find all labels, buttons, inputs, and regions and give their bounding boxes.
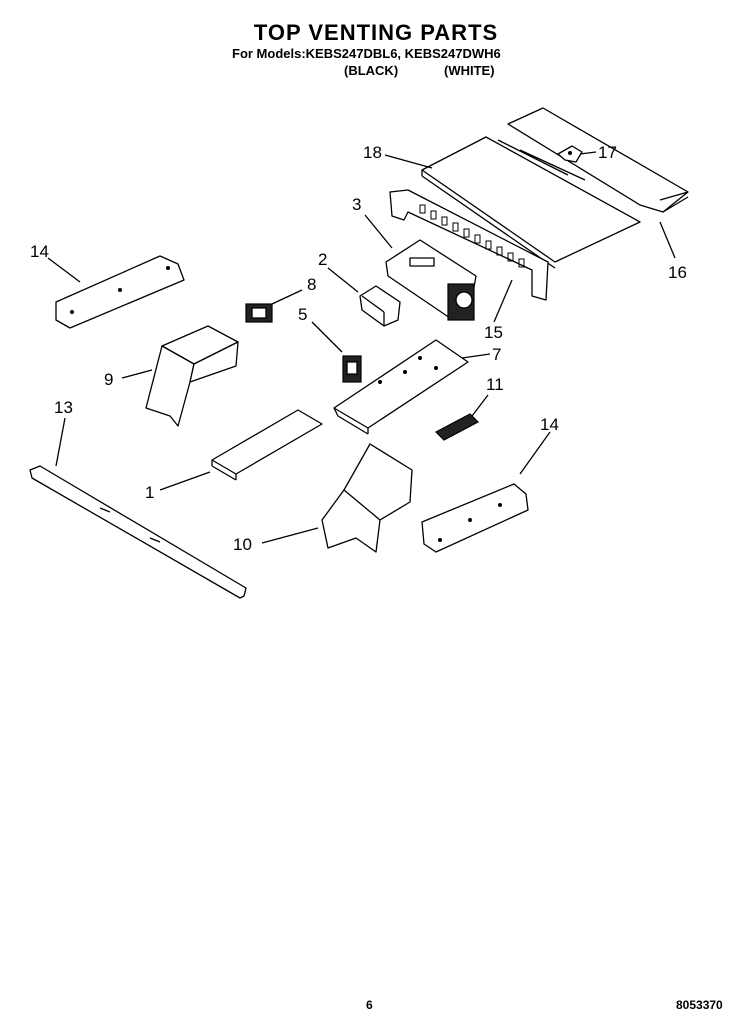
callout-8: 8	[307, 275, 316, 294]
callout-7: 7	[492, 345, 501, 364]
callout-2: 2	[318, 250, 327, 269]
callout-1: 1	[145, 483, 154, 502]
part-13-rail	[29, 465, 247, 599]
part-7-mounting-plate	[333, 339, 469, 435]
callout-10: 10	[233, 535, 252, 554]
part-16-vent-panel	[507, 107, 689, 213]
leader-lines	[47, 151, 676, 544]
part-14-side-bracket-right	[421, 483, 529, 553]
part-11-terminal-block	[435, 413, 479, 441]
model-numbers: For Models:KEBS247DBL6, KEBS247DWH6	[232, 46, 501, 61]
page-number: 6	[366, 998, 373, 1012]
callout-9: 9	[104, 370, 113, 389]
callout-5: 5	[298, 305, 307, 324]
part-1-strip	[211, 409, 323, 481]
callout-11: 11	[486, 375, 504, 394]
callout-17: 17	[598, 143, 617, 162]
part-9-duct	[145, 325, 239, 427]
part-10-duct	[321, 443, 413, 553]
callout-15: 15	[484, 323, 503, 342]
document-number: 8053370	[676, 998, 723, 1012]
callout-3: 3	[352, 195, 361, 214]
page-title: TOP VENTING PARTS	[253, 20, 499, 45]
part-17-clip	[557, 145, 583, 163]
part-8-relay	[245, 303, 273, 323]
part-5-thermostat	[342, 355, 362, 383]
part-15-vent-bracket	[389, 189, 549, 301]
part-14-side-bracket-left	[55, 255, 185, 329]
part-2-switch	[359, 285, 401, 327]
callout-14-left: 14	[30, 242, 49, 261]
callout-13: 13	[54, 398, 73, 417]
part-18-cover-panel	[421, 136, 641, 269]
variant-black-label: (BLACK)	[344, 63, 399, 78]
variant-white-label: (WHITE)	[444, 63, 495, 78]
part-3-blower-assembly	[385, 239, 477, 321]
callout-14-right: 14	[540, 415, 559, 434]
callout-16: 16	[668, 263, 687, 282]
callout-18: 18	[363, 143, 382, 162]
